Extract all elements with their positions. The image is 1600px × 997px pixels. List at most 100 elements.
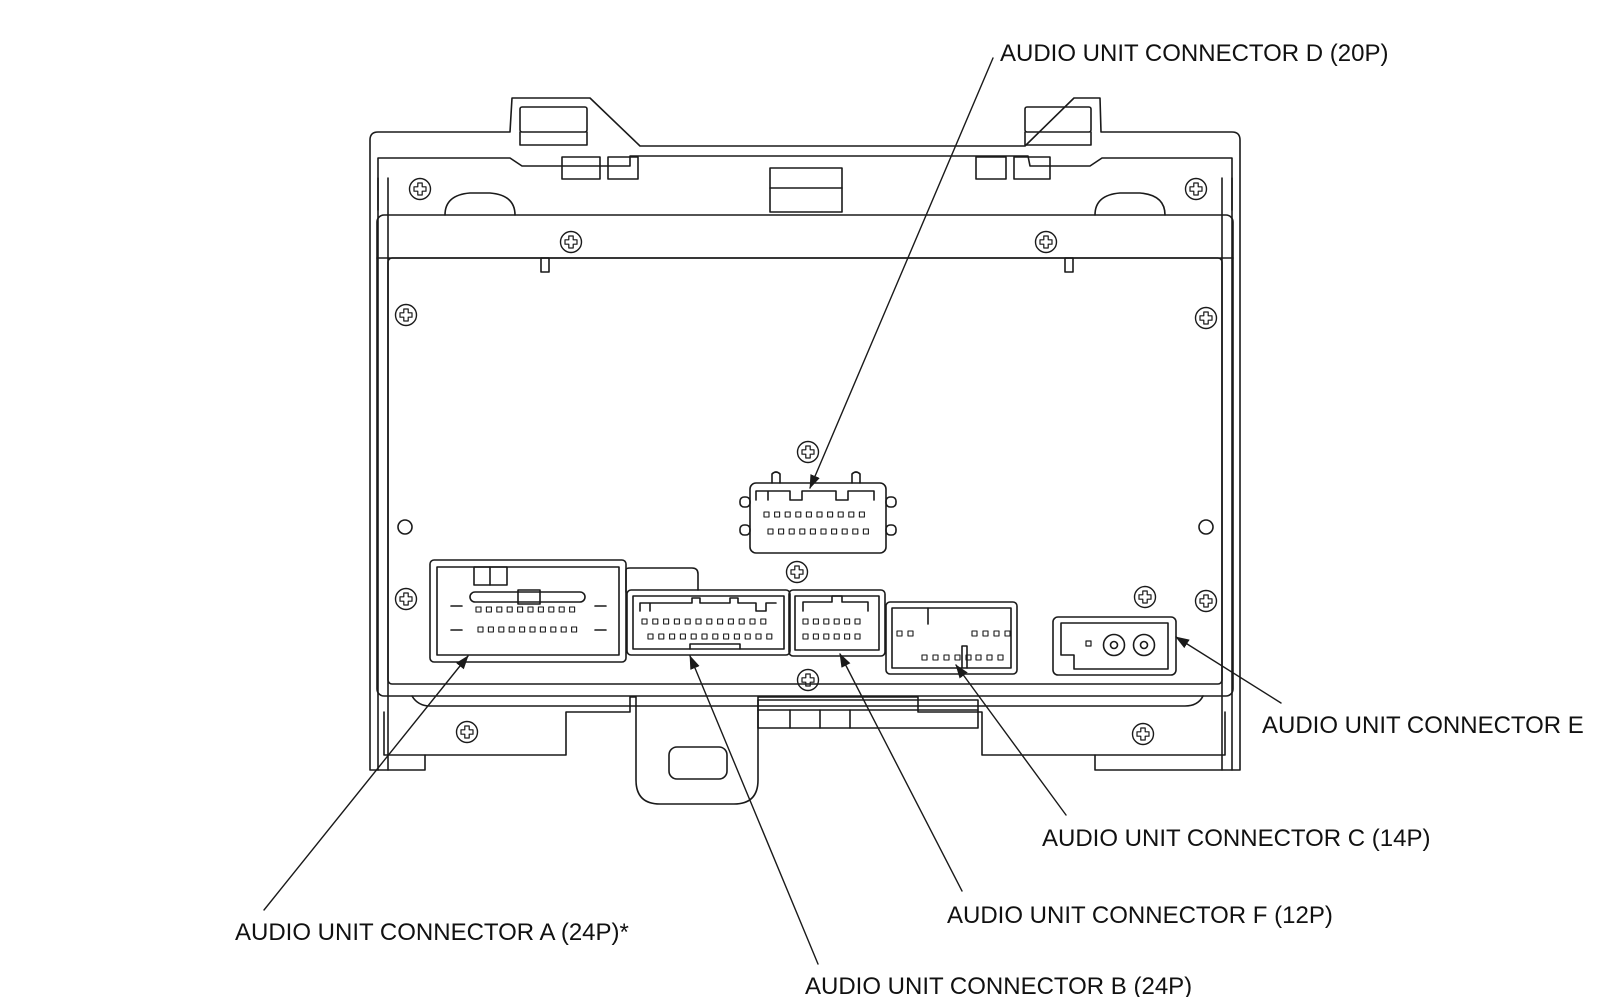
pin-cavity <box>784 511 791 518</box>
pin-cavity <box>816 511 823 518</box>
pin-cavity <box>571 626 578 633</box>
callout-connector-f: AUDIO UNIT CONNECTOR F (12P) <box>947 902 1333 929</box>
pin-cavity <box>932 654 939 661</box>
pin-cavity <box>986 654 993 661</box>
pin-cavity <box>805 511 812 518</box>
connector-e-body <box>1052 616 1177 676</box>
pin-cavity <box>795 511 802 518</box>
leader-lines <box>263 57 1282 965</box>
pin-cavity <box>1004 630 1011 637</box>
callout-connector-d: AUDIO UNIT CONNECTOR D (20P) <box>1000 40 1389 67</box>
pin-cavity <box>558 606 565 613</box>
pin-cavity <box>854 633 861 640</box>
pin-cavity <box>812 633 819 640</box>
pin-cavity <box>802 633 809 640</box>
pin-cavity <box>669 633 676 640</box>
pin-cavity <box>519 626 526 633</box>
pin-cavity <box>896 630 903 637</box>
pin-cavity <box>809 528 816 535</box>
leader-line-e <box>1175 636 1282 704</box>
pin-cavity <box>738 618 745 625</box>
pin-cavity <box>679 633 686 640</box>
callout-connector-e: AUDIO UNIT CONNECTOR E <box>1262 712 1584 739</box>
pin-cavity <box>485 606 492 613</box>
pin-cavity <box>727 618 734 625</box>
pin-cavity <box>820 528 827 535</box>
pin-cavity <box>706 618 713 625</box>
pin-cavity <box>647 633 654 640</box>
pin-cavity <box>799 528 806 535</box>
pin-cavity <box>862 528 869 535</box>
pin-cavity <box>788 528 795 535</box>
pin-cavity <box>663 618 670 625</box>
callout-connector-a: AUDIO UNIT CONNECTOR A (24P)* <box>235 919 629 946</box>
pin-cavity <box>841 528 848 535</box>
pin-cavity <box>496 606 503 613</box>
pin-cavity <box>802 618 809 625</box>
connector-b-body <box>625 567 791 656</box>
pin-cavity <box>833 633 840 640</box>
connector-pins <box>475 511 1011 661</box>
pin-cavity <box>508 626 515 633</box>
pin-cavity <box>831 528 838 535</box>
pin-cavity <box>749 618 756 625</box>
pin-cavity <box>652 618 659 625</box>
pin-cavity <box>733 633 740 640</box>
pin-cavity <box>755 633 762 640</box>
pin-cavity <box>823 618 830 625</box>
pin-cavity <box>744 633 751 640</box>
pin-cavity <box>848 511 855 518</box>
pin-cavity <box>723 633 730 640</box>
pin-cavity <box>760 618 767 625</box>
pin-cavity <box>954 654 961 661</box>
pin-cavity <box>943 654 950 661</box>
pin-cavity <box>641 618 648 625</box>
pin-cavity <box>658 633 665 640</box>
pin-cavity <box>767 528 774 535</box>
pin-cavity <box>569 606 576 613</box>
pin-cavity <box>506 606 513 613</box>
pin-cavity <box>854 618 861 625</box>
pin-cavity <box>778 528 785 535</box>
pin-cavity <box>766 633 773 640</box>
pin-cavity <box>833 618 840 625</box>
connector-f-body <box>788 589 886 657</box>
leader-line-b <box>689 655 819 965</box>
pin-cavity <box>827 511 834 518</box>
pin-cavity <box>763 511 770 518</box>
pin-cavity <box>529 626 536 633</box>
pin-cavity <box>844 633 851 640</box>
connector-c-body <box>885 601 1018 675</box>
pin-cavity <box>477 626 484 633</box>
pin-cavity <box>537 606 544 613</box>
pin-cavity <box>997 654 1004 661</box>
pin-cavity <box>673 618 680 625</box>
pin-cavity <box>717 618 724 625</box>
pin-cavity <box>837 511 844 518</box>
pin-cavity <box>975 654 982 661</box>
pin-cavity <box>774 511 781 518</box>
screw-icons <box>394 177 1218 746</box>
pin-cavity <box>965 654 972 661</box>
leader-line-a <box>263 655 469 911</box>
pin-cavity <box>498 626 505 633</box>
pin-cavity <box>550 626 557 633</box>
pin-cavity <box>971 630 978 637</box>
leader-line-f <box>839 653 963 892</box>
pin-cavity <box>690 633 697 640</box>
pin-cavity <box>539 626 546 633</box>
pin-cavity <box>844 618 851 625</box>
pin-cavity <box>823 633 830 640</box>
pin-cavity <box>548 606 555 613</box>
pin-cavity <box>560 626 567 633</box>
connector-a-body <box>429 559 627 663</box>
pin-cavity <box>907 630 914 637</box>
pin-cavity <box>684 618 691 625</box>
pin-cavity <box>487 626 494 633</box>
pin-cavity <box>982 630 989 637</box>
pin-cavity <box>695 618 702 625</box>
pin-cavity <box>852 528 859 535</box>
pin-cavity <box>475 606 482 613</box>
